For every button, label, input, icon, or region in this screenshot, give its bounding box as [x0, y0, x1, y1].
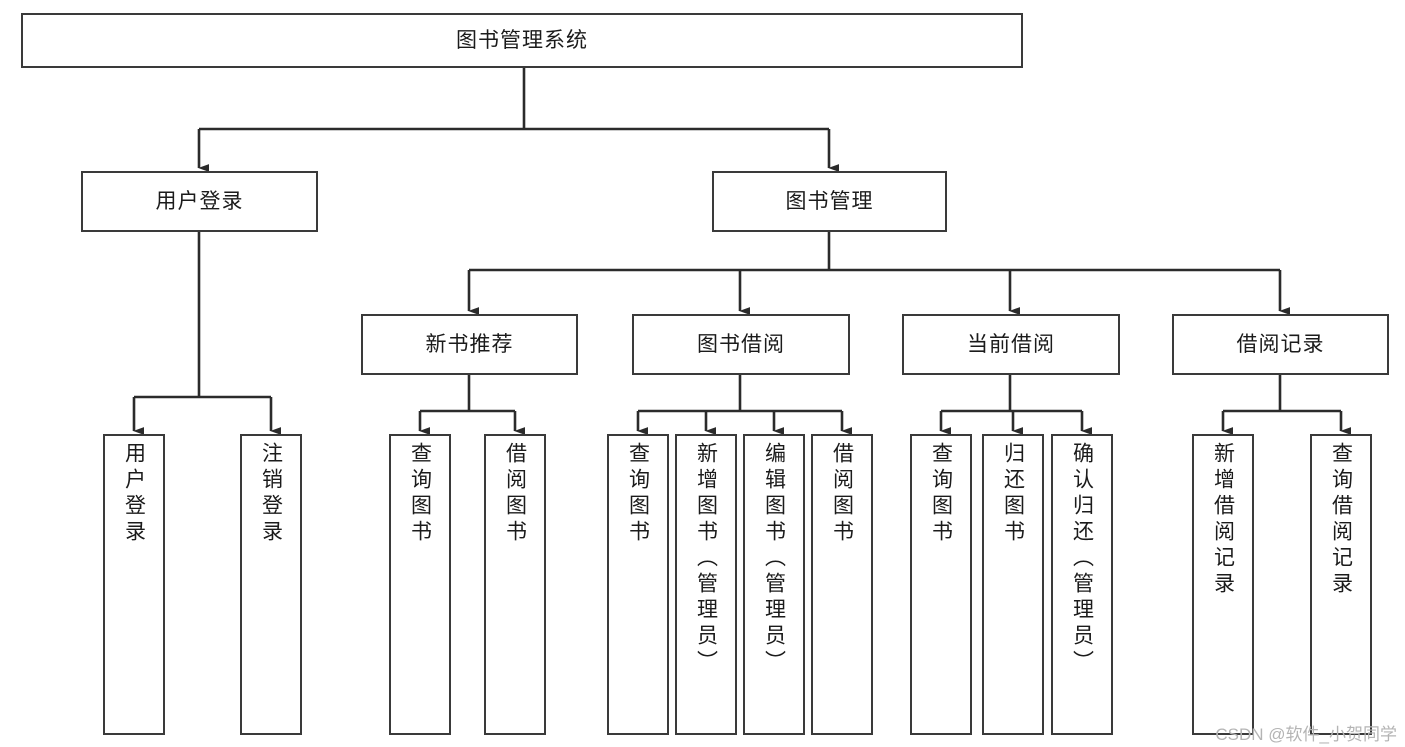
node-leaf-borrow-book-1-label: 借阅图书: [503, 442, 527, 546]
node-root-label: 图书管理系统: [456, 28, 588, 52]
node-leaf-query-book-2-label: 查询图书: [626, 442, 650, 546]
node-leaf-user-logout-label: 注销登录: [259, 442, 283, 546]
node-leaf-add-record[interactable]: 新增借阅记录: [1192, 434, 1254, 735]
node-leaf-query-book-2[interactable]: 查询图书: [607, 434, 669, 735]
node-user-login-label: 用户登录: [155, 189, 244, 213]
node-leaf-borrow-book-2[interactable]: 借阅图书: [811, 434, 873, 735]
node-leaf-confirm-return[interactable]: 确认归还（管理员）: [1051, 434, 1113, 735]
node-leaf-edit-book[interactable]: 编辑图书（管理员）: [743, 434, 805, 735]
node-leaf-query-book-1[interactable]: 查询图书: [389, 434, 451, 735]
node-leaf-add-book-label: 新增图书（管理员）: [694, 442, 718, 676]
node-leaf-query-record-label: 查询借阅记录: [1329, 442, 1353, 598]
node-new-book-rec[interactable]: 新书推荐: [361, 314, 578, 375]
node-leaf-add-book[interactable]: 新增图书（管理员）: [675, 434, 737, 735]
node-root[interactable]: 图书管理系统: [21, 13, 1023, 68]
node-leaf-user-login[interactable]: 用户登录: [103, 434, 165, 735]
node-leaf-borrow-book-1[interactable]: 借阅图书: [484, 434, 546, 735]
node-book-borrow-label: 图书借阅: [697, 332, 785, 356]
node-leaf-edit-book-label: 编辑图书（管理员）: [762, 442, 786, 676]
node-book-borrow[interactable]: 图书借阅: [632, 314, 850, 375]
node-book-manage-label: 图书管理: [785, 189, 874, 213]
node-leaf-query-book-1-label: 查询图书: [408, 442, 432, 546]
node-leaf-query-book-3-label: 查询图书: [929, 442, 953, 546]
node-new-book-rec-label: 新书推荐: [425, 332, 514, 356]
node-current-borrow[interactable]: 当前借阅: [902, 314, 1120, 375]
node-leaf-add-record-label: 新增借阅记录: [1211, 442, 1235, 598]
node-current-borrow-label: 当前借阅: [967, 332, 1055, 356]
node-borrow-record[interactable]: 借阅记录: [1172, 314, 1389, 375]
node-user-login[interactable]: 用户登录: [81, 171, 318, 232]
node-leaf-borrow-book-2-label: 借阅图书: [830, 442, 854, 546]
node-leaf-confirm-return-label: 确认归还（管理员）: [1070, 442, 1094, 676]
node-leaf-return-book[interactable]: 归还图书: [982, 434, 1044, 735]
node-leaf-query-book-3[interactable]: 查询图书: [910, 434, 972, 735]
node-book-manage[interactable]: 图书管理: [712, 171, 947, 232]
node-leaf-return-book-label: 归还图书: [1001, 442, 1025, 546]
node-borrow-record-label: 借阅记录: [1236, 332, 1325, 356]
node-leaf-user-logout[interactable]: 注销登录: [240, 434, 302, 735]
node-leaf-user-login-label: 用户登录: [122, 442, 146, 546]
node-leaf-query-record[interactable]: 查询借阅记录: [1310, 434, 1372, 735]
